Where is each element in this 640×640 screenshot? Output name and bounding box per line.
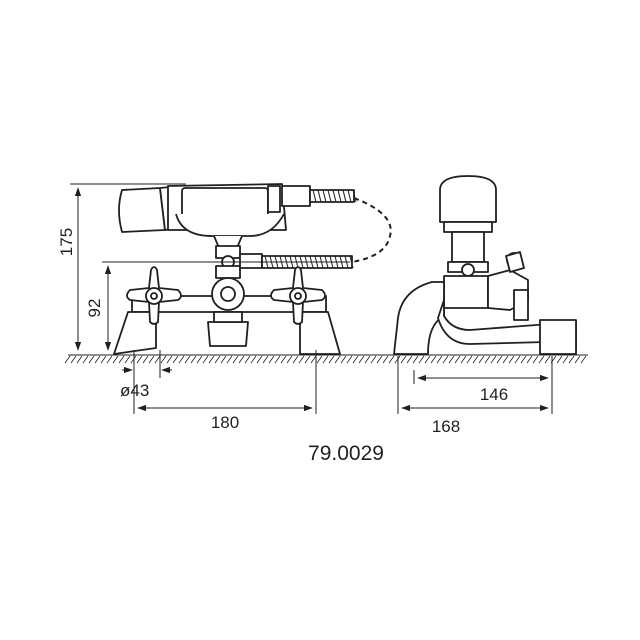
dim-pillar-diameter: ø43 xyxy=(120,381,149,400)
front-view xyxy=(113,183,392,355)
dim-spout-height: 92 xyxy=(85,299,104,318)
dim-total-depth: 168 xyxy=(432,417,460,436)
dim-centres: 180 xyxy=(211,413,239,432)
ground-line xyxy=(64,354,588,364)
product-code: 79.0029 xyxy=(308,442,384,465)
side-view xyxy=(393,175,577,355)
dimension-lines xyxy=(70,183,553,414)
dim-total-height: 175 xyxy=(57,228,76,256)
dim-spout-projection: 146 xyxy=(480,385,508,404)
